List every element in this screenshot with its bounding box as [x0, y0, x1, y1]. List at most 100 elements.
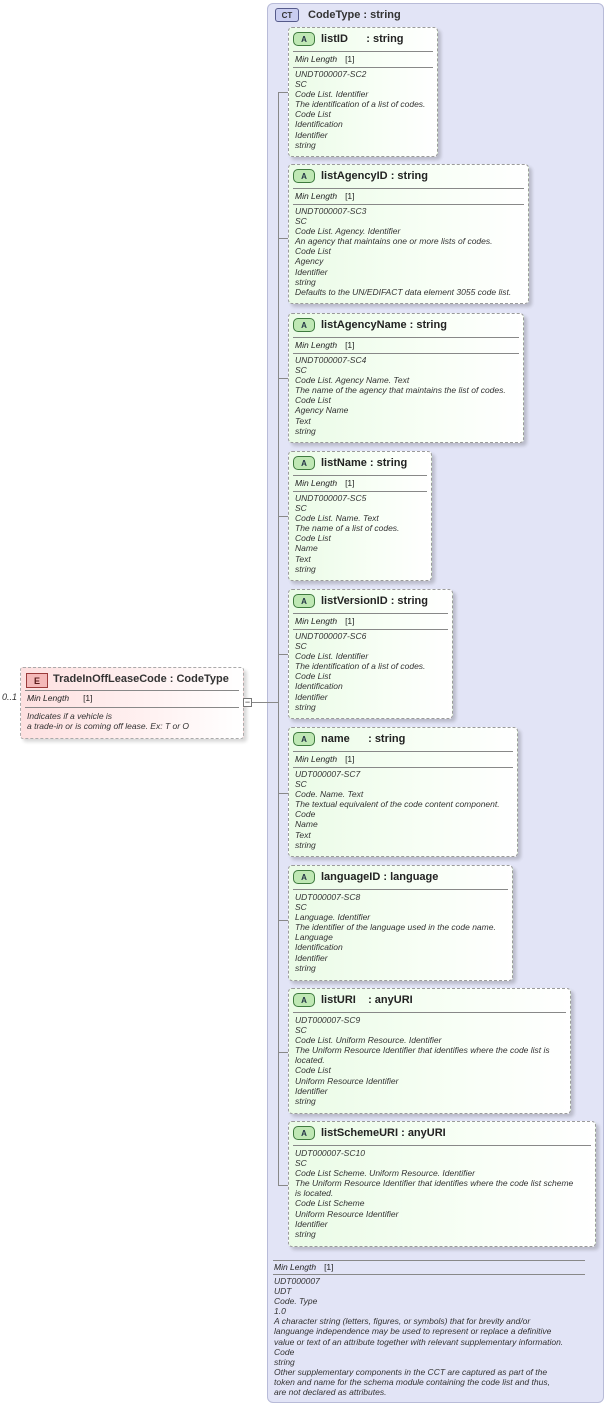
- branch-listid: [278, 92, 288, 93]
- facet-value: [1]: [83, 693, 93, 703]
- branch-languageid: [278, 920, 288, 921]
- attribute-listschemeuri[interactable]: A listSchemeURI : anyURI UDT000007-SC10 …: [288, 1121, 596, 1247]
- attribute-name: listURI: [321, 994, 356, 1006]
- attribute-icon: A: [293, 32, 315, 46]
- facet-min-length: Min Length[1]: [274, 1262, 585, 1272]
- facet-value: [1]: [345, 478, 355, 488]
- attribute-name: listAgencyName: [321, 319, 407, 331]
- doc-line: UNDT000007-SC5: [295, 493, 367, 503]
- facet-min-length: Min Length[1]: [295, 340, 355, 350]
- divider: [293, 353, 519, 354]
- divider: [293, 889, 508, 890]
- facet-label: Min Length: [295, 478, 338, 488]
- attribute-listuri[interactable]: A listURI : anyURI UDT000007-SC9 SC Code…: [288, 988, 571, 1114]
- attribute-icon: A: [293, 594, 315, 608]
- attribute-listid[interactable]: A listID : string Min Length[1] UNDT0000…: [288, 27, 438, 157]
- complex-type-documentation: Min Length[1] UDT000007 UDT Code. Type 1…: [273, 1260, 585, 1397]
- element-tradeinofflease-code[interactable]: E TradeInOffLeaseCode : CodeType Min Len…: [20, 667, 244, 739]
- collapse-toggle-icon[interactable]: −: [243, 697, 252, 707]
- facet-min-length: Min Length[1]: [295, 754, 355, 764]
- doc-line: SC: [295, 503, 307, 514]
- doc-line: The Uniform Resource Identifier that ide…: [295, 1045, 550, 1056]
- doc-line: Name: [295, 543, 318, 554]
- doc-line: Indicates if a vehicle is: [27, 711, 113, 721]
- doc-line: string: [295, 962, 316, 973]
- facet-value: [1]: [345, 191, 355, 201]
- branch-listschemeuri: [278, 1185, 288, 1186]
- divider: [293, 51, 433, 52]
- doc-line: a trade-in or is coming off lease. Ex: T…: [27, 721, 190, 732]
- attribute-documentation: UDT000007-SC10 SC Code List Scheme. Unif…: [295, 1148, 573, 1239]
- doc-line: The identifier of the language used in t…: [295, 922, 496, 933]
- divider: [293, 613, 448, 614]
- doc-line: A character string (letters, figures, or…: [274, 1316, 531, 1327]
- attribute-title: listID : string: [321, 33, 404, 45]
- doc-line: string: [295, 563, 316, 574]
- doc-line: UNDT000007-SC6: [295, 631, 367, 641]
- doc-line: Code List. Agency. Identifier: [295, 226, 401, 237]
- doc-line: string: [295, 425, 316, 436]
- facet-value: [1]: [345, 754, 355, 764]
- complex-type-title[interactable]: CodeType : string: [308, 9, 401, 21]
- attribute-icon: A: [293, 318, 315, 332]
- attribute-name-code[interactable]: A name : string Min Length[1] UDT000007-…: [288, 727, 518, 857]
- attribute-name: languageID: [321, 871, 381, 883]
- doc-line: Code List: [295, 246, 331, 257]
- attribute-header: A listName : string: [293, 456, 407, 470]
- divider: [293, 475, 427, 476]
- occurrence-label: 0..1: [2, 692, 18, 702]
- attribute-icon: A: [293, 993, 315, 1007]
- complex-type-type: string: [370, 9, 401, 21]
- doc-line: Code List: [295, 533, 331, 544]
- facet-label: Min Length: [295, 616, 338, 626]
- doc-line: string: [274, 1356, 295, 1367]
- divider: [273, 1260, 585, 1261]
- doc-line: Code. Type: [274, 1296, 318, 1307]
- attribute-listname[interactable]: A listName : string Min Length [1] UNDT00…: [288, 451, 432, 581]
- facet-value: [1]: [345, 616, 355, 626]
- doc-line: The identification of a list of codes.: [295, 661, 426, 672]
- attribute-icon: A: [293, 732, 315, 746]
- attribute-title: listAgencyID : string: [321, 170, 428, 182]
- doc-line: Uniform Resource Identifier: [295, 1075, 399, 1086]
- attribute-header: A listSchemeURI : anyURI: [293, 1126, 446, 1140]
- divider: [293, 751, 513, 752]
- doc-line: Identifier: [295, 691, 328, 702]
- doc-line: SC: [295, 1158, 307, 1169]
- element-documentation: Indicates if a vehicle is a trade-in or …: [27, 711, 189, 731]
- doc-line: SC: [295, 902, 307, 913]
- attribute-listversionid[interactable]: A listVersionID : string Min Length [1] U…: [288, 589, 453, 719]
- doc-line: Code List. Identifier: [295, 89, 369, 100]
- facet-value: [1]: [324, 1262, 334, 1272]
- doc-line: Identification: [295, 681, 343, 692]
- facet-value: [1]: [345, 340, 355, 350]
- attribute-listagencyid[interactable]: A listAgencyID : string Min Length[1] UN…: [288, 164, 529, 304]
- doc-line: SC: [295, 641, 307, 652]
- attribute-listagencyname[interactable]: A listAgencyName : string Min Length[1] …: [288, 313, 524, 443]
- attribute-languageid[interactable]: A languageID : language UDT000007-SC8 SC…: [288, 865, 513, 981]
- attribute-title: name : string: [321, 733, 406, 745]
- doc-line: are not declared as attributes.: [274, 1387, 387, 1398]
- doc-line: Code List: [295, 109, 331, 120]
- attribute-header: A listVersionID : string: [293, 594, 428, 608]
- doc-line: The name of a list of codes.: [295, 523, 400, 534]
- attribute-type: anyURI: [407, 1127, 446, 1139]
- branch-name: [278, 793, 288, 794]
- doc-line: value or text of an attribute together w…: [274, 1336, 564, 1347]
- doc-line: The name of the agency that maintains th…: [295, 385, 506, 396]
- doc-line: Code List. Uniform Resource. Identifier: [295, 1035, 442, 1046]
- branch-listuri: [278, 1052, 288, 1053]
- element-icon: E: [26, 673, 48, 688]
- doc-line: Code List. Agency Name. Text: [295, 375, 410, 386]
- doc-line: UDT000007-SC7: [295, 769, 361, 779]
- divider: [25, 690, 239, 691]
- branch-listname: [278, 516, 288, 517]
- divider: [293, 767, 513, 768]
- attribute-header: A listAgencyName : string: [293, 318, 447, 332]
- doc-line: SC: [295, 216, 307, 227]
- element-type: CodeType: [176, 673, 229, 685]
- doc-line: UNDT000007-SC3: [295, 206, 367, 216]
- doc-line: Identifier: [295, 1085, 328, 1096]
- attribute-title: listName : string: [321, 457, 408, 469]
- doc-line: Agency: [295, 256, 324, 267]
